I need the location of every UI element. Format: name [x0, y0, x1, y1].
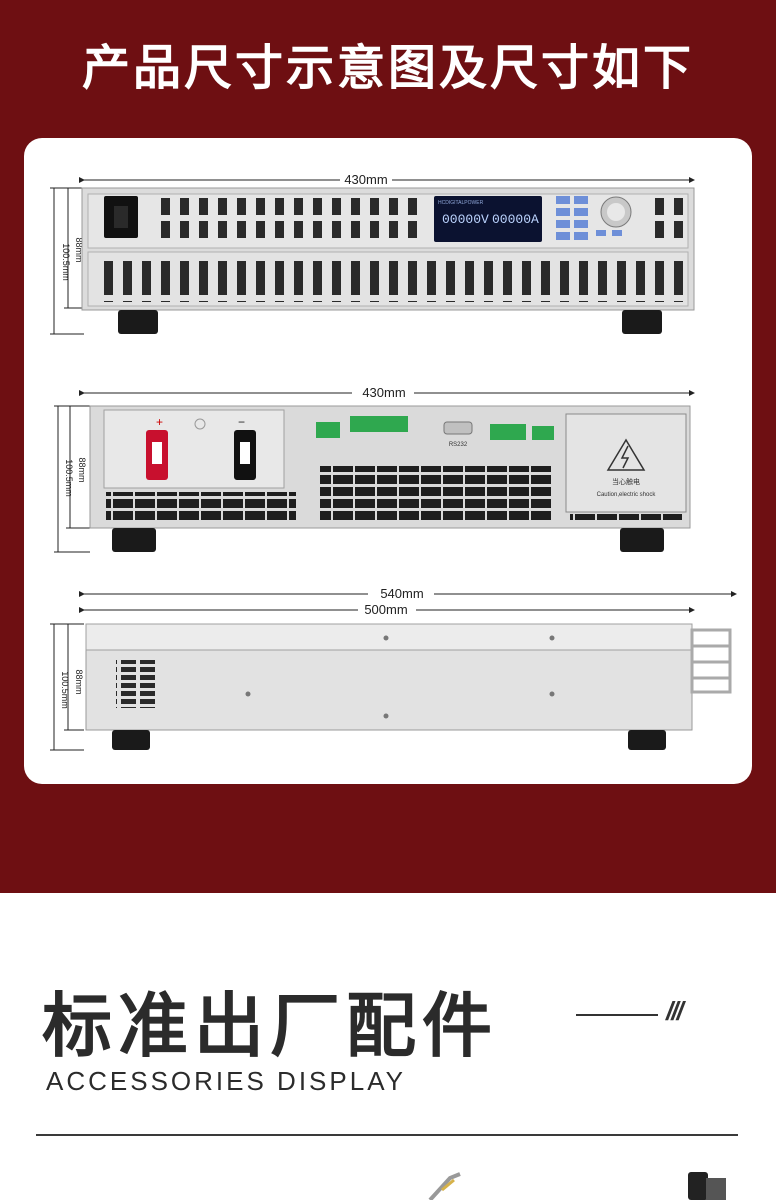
display-brand: HCDIGITALPOWER [438, 200, 484, 206]
warning-label: 当心触电 [612, 477, 640, 486]
front-foot-right [622, 310, 662, 334]
display-voltage: 00000V [442, 212, 489, 227]
side-height-inner-label: 88mm [74, 669, 84, 694]
front-height-outer-label: 100.5mm [61, 243, 71, 281]
rs232-port [443, 421, 473, 435]
front-display [434, 196, 542, 242]
page-title: 产品尺寸示意图及尺寸如下 [81, 40, 694, 96]
rs232-label: RS232 [449, 442, 468, 448]
accessories-slashes: /// [666, 996, 684, 1026]
accessories-subtitle: ACCESSORIES DISPLAY [46, 1066, 406, 1096]
section-rule [36, 1134, 738, 1136]
connector-4 [532, 426, 554, 440]
front-foot-left [118, 310, 158, 334]
side-depth-outer-label: 540mm [380, 586, 423, 601]
rear-height-outer-label: 100.5mm [64, 459, 74, 497]
side-depth-inner-label: 500mm [364, 602, 407, 617]
accessories-divider [576, 1014, 658, 1016]
connector-2 [350, 416, 408, 432]
dimension-diagram-card: 430mm 100.5mm 88mm HCDIGITALPOWER 00000V… [24, 138, 752, 784]
connector-3 [490, 424, 526, 440]
rear-width-label: 430mm [362, 385, 405, 400]
front-width-label: 430mm [344, 172, 387, 187]
display-current: 00000A [492, 212, 539, 227]
accessory-cable-image [428, 1172, 461, 1200]
front-view: 430mm 100.5mm 88mm HCDIGITALPOWER 00000V… [50, 172, 695, 335]
front-keypad [556, 196, 588, 240]
connector-1 [316, 422, 340, 438]
terminal-plus-label: + [156, 415, 163, 429]
accessories-title: 标准出厂配件 [42, 984, 498, 1067]
rear-height-inner-label: 88mm [77, 457, 87, 482]
warning-label-en: Caution,electric shock [597, 492, 657, 498]
rear-view: 430mm 100.5mm 88mm + − RS232 [54, 385, 695, 553]
terminal-minus-label: − [238, 415, 245, 429]
dimension-diagram: 430mm 100.5mm 88mm HCDIGITALPOWER 00000V… [50, 172, 737, 751]
high-voltage-icon [606, 438, 646, 471]
side-height-outer-label: 100.5mm [60, 671, 70, 709]
front-height-inner-label: 88mm [74, 237, 84, 262]
accessory-plug-image [688, 1172, 726, 1200]
side-view: 540mm 500mm 100.5mm 88mm [50, 586, 737, 751]
